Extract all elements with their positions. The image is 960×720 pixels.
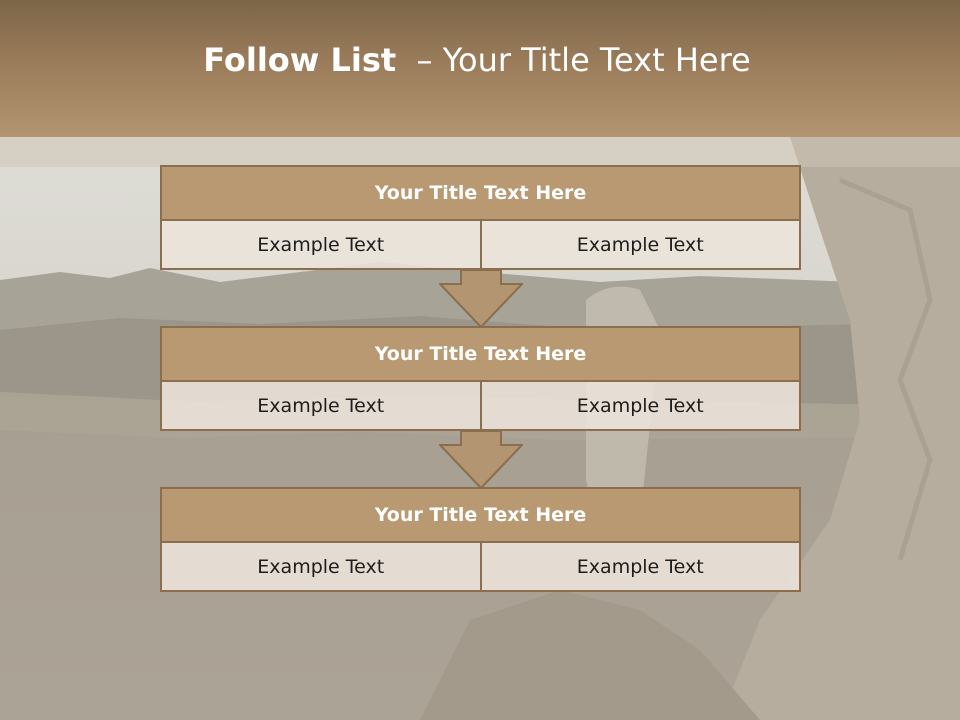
block-title: Your Title Text Here: [160, 487, 801, 543]
down-arrow-icon: [439, 430, 523, 490]
block-cell-left: Example Text: [160, 382, 482, 431]
slide-title: Follow List – Your Title Text Here: [203, 41, 750, 79]
block-row: Example Text Example Text: [160, 543, 801, 592]
block-row: Example Text Example Text: [160, 382, 801, 431]
block-cell-left: Example Text: [160, 221, 482, 270]
list-block-1: Your Title Text Here Example Text Exampl…: [160, 165, 801, 270]
title-bold-part: Follow List: [203, 40, 397, 79]
block-title: Your Title Text Here: [160, 165, 801, 221]
title-regular-part: – Your Title Text Here: [396, 40, 751, 79]
list-block-3: Your Title Text Here Example Text Exampl…: [160, 487, 801, 592]
block-cell-right: Example Text: [479, 543, 801, 592]
block-cell-right: Example Text: [479, 221, 801, 270]
block-row: Example Text Example Text: [160, 221, 801, 270]
down-arrow-icon: [439, 269, 523, 329]
block-title: Your Title Text Here: [160, 326, 801, 382]
block-cell-left: Example Text: [160, 543, 482, 592]
list-block-2: Your Title Text Here Example Text Exampl…: [160, 326, 801, 431]
block-cell-right: Example Text: [479, 382, 801, 431]
title-bar: Follow List – Your Title Text Here: [0, 0, 960, 137]
